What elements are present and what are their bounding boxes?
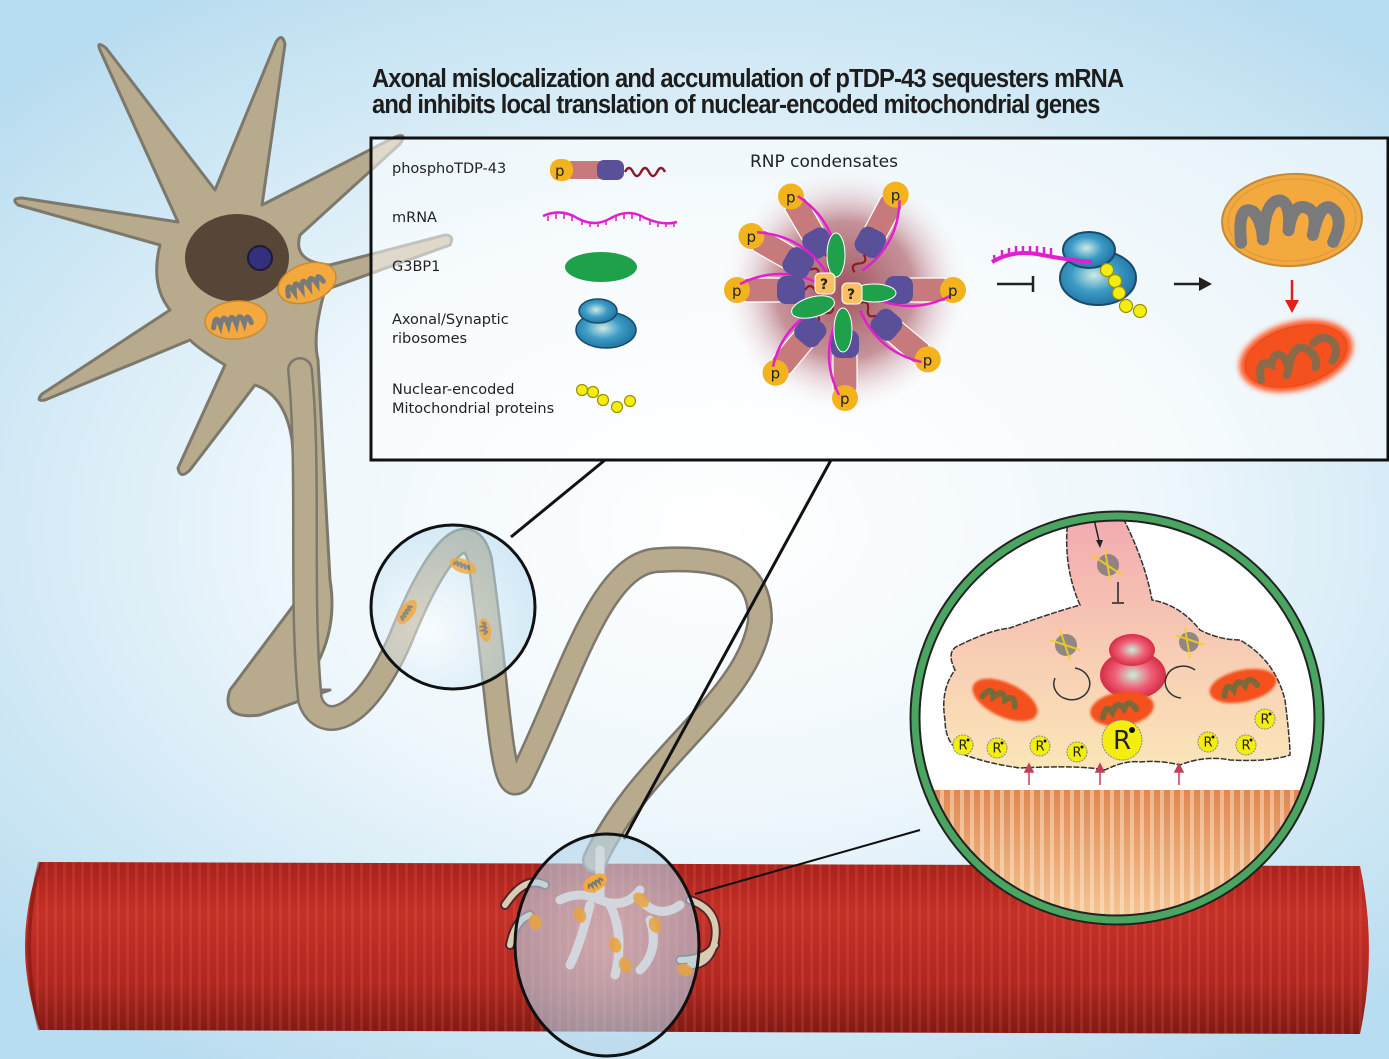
tdp43-arm (778, 183, 839, 274)
inhibition-symbol (997, 276, 1035, 292)
synaptic-vesicle: R (986, 737, 1008, 759)
synaptic-vesicle: R (1197, 731, 1219, 753)
neuromuscular-junction (500, 832, 721, 1058)
svg-text:R: R (1113, 726, 1131, 756)
rnp-condensate: p p p p p p p p ? ? (720, 165, 970, 415)
phospho-label: p (746, 228, 756, 246)
tdp43-arm (851, 181, 909, 273)
damaged-mitochondrion (1239, 319, 1353, 393)
phospho-label: p (771, 365, 781, 383)
phospho-label: p (786, 188, 796, 206)
svg-text:R: R (1242, 739, 1251, 754)
phospho-label: p (891, 187, 901, 205)
title-line-1: Axonal mislocalization and accumulation … (372, 65, 1124, 93)
g3bp1-icon (565, 252, 637, 282)
g3bp1-cluster (791, 232, 897, 353)
synaptic-vesicle: R (952, 734, 974, 756)
axon (287, 357, 773, 873)
phospho-label: p (732, 282, 742, 300)
svg-text:R: R (1204, 736, 1213, 751)
healthy-mitochondrion (1221, 172, 1363, 268)
translating-ribosome (990, 231, 1148, 319)
neuron-soma (13, 36, 454, 718)
legend-label-g3bp1: G3BP1 (392, 259, 441, 275)
rnp-condensates-title: RNP condensates (750, 152, 898, 172)
svg-text:R: R (1073, 746, 1082, 761)
tdp43-arm (859, 301, 941, 373)
mitochondrion-soma-1 (277, 261, 337, 305)
synaptic-vesicle: R (1254, 708, 1276, 730)
synaptic-vesicle: R (1101, 719, 1143, 761)
svg-text:R: R (1036, 740, 1045, 755)
nucleus (185, 214, 289, 302)
tdp43-arm (724, 272, 826, 304)
svg-text:p: p (555, 162, 565, 180)
callout-line-axon (510, 458, 606, 539)
synaptic-vesicle: R (1029, 735, 1051, 757)
legend-label-phosphotdp43: phosphoTDP-43 (392, 161, 507, 177)
tdp43-arm (864, 276, 966, 308)
ribosome-icon (575, 298, 637, 349)
callout-line-inset (694, 829, 921, 895)
svg-text:R: R (959, 739, 968, 754)
title-line-2: and inhibits local translation of nuclea… (372, 91, 1100, 119)
synaptic-vesicle: R (1235, 734, 1257, 756)
unknown-factor-1: ? (820, 277, 828, 293)
nucleolus (247, 245, 273, 271)
phospho-label: p (840, 390, 850, 408)
figure-title: Axonal mislocalization and accumulation … (372, 66, 1265, 118)
phospho-tdp43-icon: p (550, 159, 667, 181)
phospho-label: p (923, 351, 933, 369)
svg-text:R: R (1261, 713, 1270, 728)
red-arrow-down-icon (1285, 280, 1299, 313)
synaptic-vesicle: R (1066, 741, 1088, 763)
mrna-icon (542, 211, 678, 227)
unknown-factor-2: ? (847, 287, 855, 303)
mitochondrion-soma-2 (204, 300, 268, 340)
axon-magnifier-lens (369, 523, 537, 691)
svg-text:R: R (993, 742, 1002, 757)
protein-chain-icon (575, 383, 637, 414)
legend-label-mrna: mRNA (392, 210, 437, 226)
callout-line-terminal (622, 459, 833, 840)
arrow-right-icon (1174, 277, 1212, 291)
phospho-label: p (948, 282, 958, 300)
